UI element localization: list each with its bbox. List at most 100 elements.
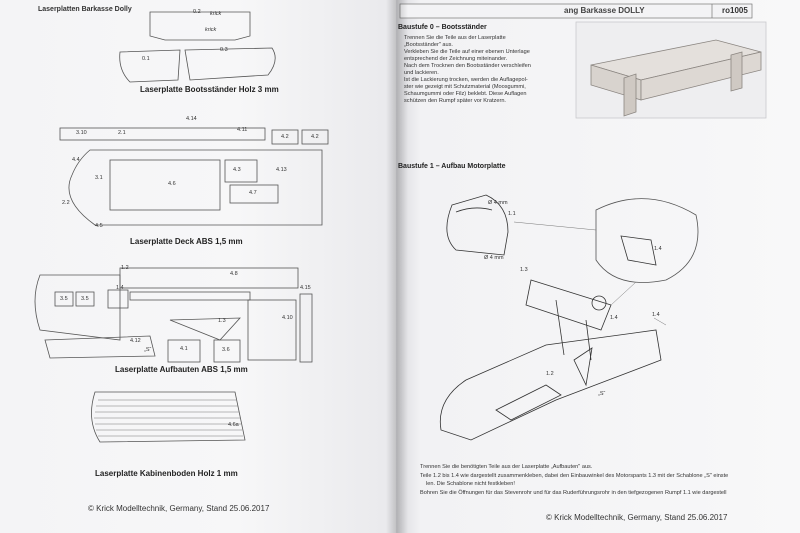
right-page-footer: © Krick Modelltechnik, Germany, Stand 25… — [546, 513, 728, 522]
label-4-7: 4.7 — [249, 190, 257, 196]
left-page: Laserplatten Barkasse Dolly — [0, 0, 396, 533]
b0-line-8: ster wie gezeigt mit Schutzmaterial (Moo… — [404, 84, 526, 90]
deck-part-4-7 — [229, 184, 279, 204]
label-4-10: 4.10 — [282, 315, 293, 321]
detail-circle-small — [591, 295, 607, 311]
caption-bootsstaender: Laserplatte Bootsständer Holz 3 mm — [140, 85, 279, 94]
aufbauten-part-4-12 — [44, 335, 156, 359]
label-3-6: 3.6 — [222, 347, 230, 353]
deck-strip-top — [59, 127, 266, 141]
b0-line-2: „Bootsständer" aus. — [404, 42, 453, 48]
label-0-3: 0.3 — [220, 47, 228, 53]
b0-line-1: Trennen Sie die Teile aus der Laserplatt… — [404, 35, 506, 41]
diag-label-1-4a: 1.4 — [654, 246, 662, 252]
diag-label-1-4c: 1.4 — [652, 312, 660, 318]
label-3-1: 3.1 — [95, 175, 103, 181]
label-4-8: 4.8 — [230, 271, 238, 277]
label-krick-1: krick — [210, 11, 222, 17]
bootsstaender-right-part — [184, 47, 276, 81]
aufbauten-part-3-5b — [75, 291, 95, 307]
diag-label-1-3: 1.3 — [520, 267, 528, 273]
diag-label-s: „S“ — [598, 391, 606, 397]
detail-circle — [595, 198, 699, 283]
instruction-2: Teile 1.2 bis 1.4 wie dargestellt zusamm… — [420, 473, 729, 479]
baustufe-1-title: Baustufe 1 – Aufbau Motorplatte — [398, 163, 506, 170]
label-krick-2: krick — [205, 27, 217, 33]
deck-part-4-2b — [301, 129, 329, 145]
label-0-2: 0.2 — [193, 9, 201, 15]
b0-line-6: und lackieren. — [404, 70, 439, 76]
instruction-3: Bohren Sie die Öffnungen für das Stevenr… — [420, 490, 727, 496]
bootsstaender-left-part — [119, 49, 181, 83]
label-4-15: 4.15 — [300, 285, 311, 291]
caption-kabinenboden: Laserplatte Kabinenboden Holz 1 mm — [95, 469, 238, 478]
motor-frame-1-3 — [525, 279, 612, 331]
label-4-6a: 4.6a — [228, 422, 239, 428]
instruction-1: Trennen Sie die benötigten Teile aus der… — [420, 464, 593, 470]
kabinenboden-planks — [94, 399, 243, 437]
label-1-4: 1.4 — [116, 285, 124, 291]
label-3-5b: 3.5 — [81, 296, 89, 302]
aufbauten-part-4-10 — [247, 299, 297, 361]
aufbauten-part-4-8 — [119, 267, 299, 289]
aufbauten-part-1-3 — [169, 317, 241, 341]
label-4-2b: 4.2 — [311, 134, 319, 140]
instruction-2-cont: len. Die Schablone nicht festkleben! — [426, 481, 515, 487]
motor-plate-assembly — [439, 329, 662, 441]
label-2-2: 2.2 — [62, 200, 70, 206]
diag-label-d4mm-a: Ø 4 mm — [488, 200, 508, 206]
label-3-10: 3.10 — [76, 130, 87, 136]
label-4-11: 4.11 — [237, 127, 248, 133]
b0-line-10: schützen den Rumpf später vor Kratzern. — [404, 98, 506, 104]
label-4-13: 4.13 — [276, 167, 287, 173]
aufbauten-part-3-5a — [54, 291, 74, 307]
label-4-3: 4.3 — [233, 167, 241, 173]
caption-deck: Laserplatte Deck ABS 1,5 mm — [130, 237, 243, 246]
deck-part-4-3 — [224, 159, 258, 183]
diag-label-1-2: 1.2 — [546, 371, 554, 377]
diag-label-d4mm-b: Ø 4 mm — [484, 255, 504, 261]
b0-line-9: Schaumgummi oder Filz) beklebt. Diese Au… — [404, 91, 527, 97]
right-header-code: ro1005 — [722, 6, 748, 15]
label-0-1: 0.1 — [142, 56, 150, 62]
left-page-footer: © Krick Modelltechnik, Germany, Stand 25… — [88, 504, 270, 513]
book-gutter-shadow — [386, 0, 408, 533]
aufbauten-part-4-15 — [299, 293, 313, 363]
template-s — [573, 347, 593, 387]
left-page-drawings — [34, 11, 329, 443]
label-4-2a: 4.2 — [281, 134, 289, 140]
diag-label-1-1: 1.1 — [508, 211, 516, 217]
baustufe-0-title: Baustufe 0 – Bootsständer — [398, 24, 487, 31]
kabinenboden-outline — [91, 391, 246, 443]
caption-aufbauten: Laserplatte Aufbauten ABS 1,5 mm — [115, 365, 248, 374]
right-header-title: ang Barkasse DOLLY — [564, 6, 645, 15]
right-page-drawings — [399, 3, 767, 441]
label-s-template: „S“ — [144, 347, 152, 353]
aufbauten-part-3-6 — [213, 339, 241, 363]
aufbauten-part-long — [129, 291, 251, 301]
deck-part-4-2a — [271, 129, 299, 145]
label-4-12: 4.12 — [130, 338, 141, 344]
diag-label-1-4b: 1.4 — [610, 315, 618, 321]
stand-photo-drawing — [590, 39, 762, 117]
label-4-6: 4.6 — [168, 181, 176, 187]
label-4-1: 4.1 — [180, 346, 188, 352]
bootsstaender-top-part — [149, 11, 251, 41]
b0-line-4: entsprechend der Zeichnung miteinander. — [404, 56, 508, 62]
label-1-3: 1.3 — [218, 318, 226, 324]
aufbauten-outline — [34, 274, 121, 341]
b0-line-5: Nach dem Trocknen den Bootsständer versc… — [404, 63, 531, 69]
left-page-header: Laserplatten Barkasse Dolly — [38, 6, 132, 13]
deck-cabin-opening — [109, 159, 221, 211]
label-1-2: 1.2 — [121, 265, 129, 271]
b0-line-3: Verkleben Sie die Teile auf einer ebenen… — [404, 49, 530, 55]
right-page: ang Barkasse DOLLY ro1005 Baustufe 0 – B… — [396, 0, 800, 533]
label-4-5: 4.5 — [95, 223, 103, 229]
hull-part-1-1 — [446, 194, 509, 256]
aufbauten-part-4-1 — [167, 339, 201, 363]
header-bar — [399, 3, 753, 19]
label-3-5a: 3.5 — [60, 296, 68, 302]
deck-hull-outline — [68, 149, 323, 226]
label-4-4: 4.4 — [72, 157, 80, 163]
b0-line-7: Ist die Lackierung trocken, werden die A… — [404, 77, 528, 83]
